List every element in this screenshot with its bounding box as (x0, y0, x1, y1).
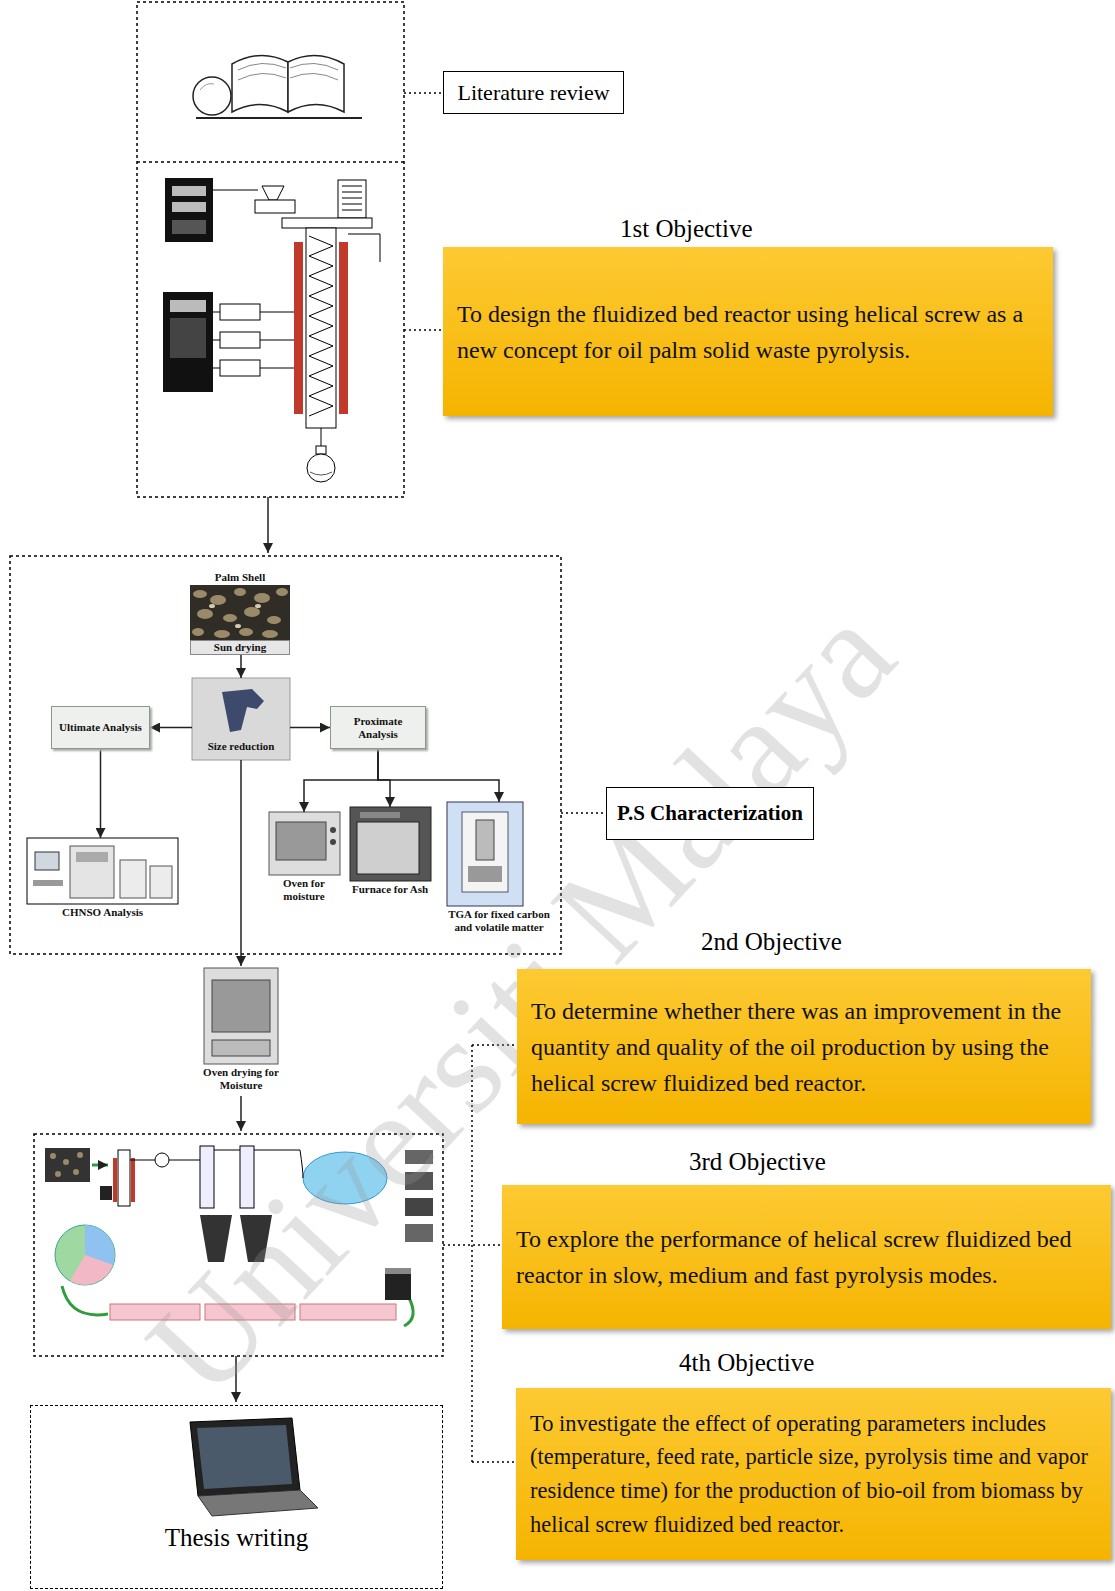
objective-box: 4th Objective To investigate the effect o… (516, 1346, 1111, 1560)
figure-space (31, 1406, 442, 1524)
objective-heading: 1st Objective (443, 212, 1053, 246)
figure-space (190, 584, 290, 640)
figure-space (440, 802, 558, 908)
objective-heading: 2nd Objective (517, 925, 1091, 959)
flow-arrow (240, 655, 242, 678)
objective-panel: To design the fluidized bed reactor usin… (443, 247, 1053, 416)
objective-text: To determine whether there was an improv… (531, 993, 1077, 1101)
objective-box: 1st Objective To design the fluidized bed… (443, 212, 1053, 416)
node-text: Palm Shell (190, 571, 290, 584)
flow-arrow (150, 727, 192, 729)
flow-arrow (304, 749, 378, 812)
objective-heading: 3rd Objective (502, 1145, 1111, 1179)
section-label: P.S Characterization (606, 787, 814, 840)
output-box: Thesis writing (30, 1405, 443, 1589)
objective-text: To explore the performance of helical sc… (516, 1221, 1097, 1293)
node-text: Oven for moisture (265, 877, 343, 903)
flow-arrow (378, 749, 499, 802)
figure-space (265, 812, 343, 877)
objective-heading: 4th Objective (516, 1346, 1111, 1380)
analysis-box: Proximate Analysis (330, 706, 426, 749)
objective-box: 2nd Objective To determine whether there … (517, 925, 1091, 1124)
figure-space (200, 966, 282, 1066)
node-text: P.S Characterization (617, 801, 803, 826)
instrument-figure: Furnace for Ash (346, 807, 434, 896)
figure-space (192, 678, 290, 740)
instrument-figure: Oven for moisture (265, 812, 343, 903)
instrument-figure: CHNSO Analysis (27, 838, 178, 919)
node-text: Thesis writing (31, 1524, 442, 1552)
flow-arrow (378, 749, 390, 807)
node-text: Furnace for Ash (346, 883, 434, 896)
node-text: Sun drying (190, 640, 290, 655)
node-text: Literature review (457, 80, 609, 106)
objective-text: To design the fluidized bed reactor usin… (457, 296, 1039, 368)
flow-arrow (240, 760, 242, 966)
objective-text: To investigate the effect of operating p… (530, 1407, 1097, 1542)
node-text: Ultimate Analysis (59, 721, 142, 734)
node-text: Proximate Analysis (334, 715, 422, 741)
node-text: TGA for fixed carbon and volatile matter (440, 908, 558, 934)
node-text: CHNSO Analysis (27, 906, 178, 919)
analysis-box: Ultimate Analysis (51, 706, 150, 749)
objective-box: 3rd Objective To explore the performance … (502, 1145, 1111, 1329)
figure-space (27, 838, 178, 906)
node-text: Size reduction (192, 740, 290, 753)
section-label: Literature review (443, 71, 624, 114)
instrument-figure: Oven drying for Moisture (200, 966, 282, 1092)
flow-arrow (100, 749, 102, 838)
objective-panel: To explore the performance of helical sc… (502, 1185, 1111, 1329)
instrument-figure: TGA for fixed carbon and volatile matter (440, 802, 558, 934)
objective-panel: To investigate the effect of operating p… (516, 1388, 1111, 1560)
flow-arrow (290, 727, 330, 729)
sample-photo: Palm ShellSun drying (190, 571, 290, 655)
node-text: Oven drying for Moisture (200, 1066, 282, 1092)
figure-space (346, 807, 434, 883)
objective-panel: To determine whether there was an improv… (517, 969, 1091, 1124)
process-box: Size reduction (192, 678, 290, 760)
